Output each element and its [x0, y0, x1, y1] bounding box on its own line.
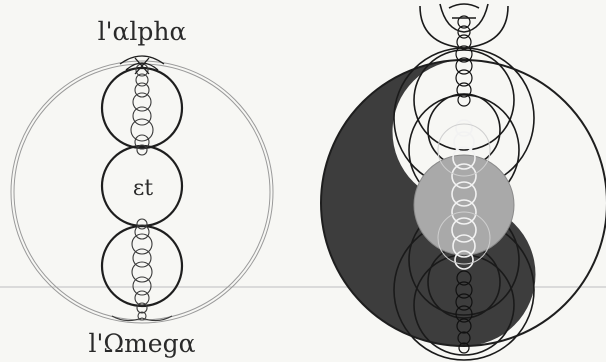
label-omega: l'Ωmegα	[89, 329, 196, 358]
label-et: εt	[133, 176, 153, 201]
lower-circle	[102, 226, 182, 306]
left-chain-lower	[132, 219, 152, 313]
upper-circle	[102, 68, 182, 148]
left-figure: l'αlphα εt l'Ωmegα	[11, 17, 273, 358]
right-figure	[321, 4, 606, 360]
left-chain-upper	[131, 64, 153, 155]
center-grey-disc	[414, 155, 514, 255]
label-alpha: l'αlphα	[98, 17, 187, 46]
